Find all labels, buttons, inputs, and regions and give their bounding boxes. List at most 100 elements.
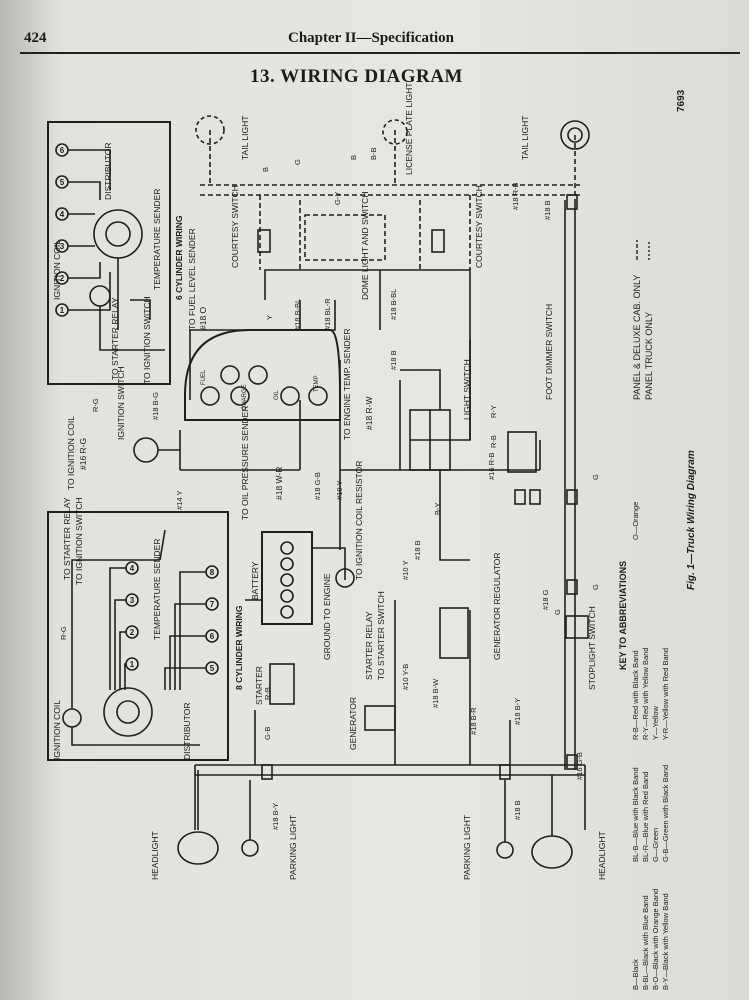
eight-cyl-plug-number: 8 [210,568,215,577]
wire-label: G-Y [333,192,342,205]
key-item: BL-B—Blue with Black Band [631,767,640,862]
wire-label: #18 G-B [313,472,322,500]
key-item: Y—Yellow [651,706,660,740]
wire-label: #16 R-B [487,452,496,480]
headlight-right-label: HEADLIGHT [597,831,607,880]
wire-label: #10 Y-B [401,664,410,690]
gauge-temp: TEMP [314,375,320,392]
eng-temp-label: TO ENGINE TEMP. SENDER [342,329,352,440]
starter [269,663,295,705]
six-cyl-distributor [93,209,143,259]
parking-right-label: PARKING LIGHT [462,815,472,880]
foot-dimmer-label: FOOT DIMMER SWITCH [544,304,554,400]
wire-label: G [553,609,562,615]
starter-label: STARTER [254,666,264,705]
six-cyl-plug-number: 3 [60,242,65,251]
to-ign-coil-wire: #16 R-G [78,438,88,470]
six-cyl-plug-number: 1 [60,306,65,315]
eight-cyl-coil [62,708,82,728]
six-cyl-relay-label: TO STARTER RELAY [110,297,120,380]
wire-label: #18 G [541,589,550,610]
tail-light-right-label: TAIL LIGHT [520,116,530,160]
parking-light-right [496,841,514,859]
eight-cyl-plug-number: 7 [210,600,215,609]
starter-relay [335,568,355,588]
eng-temp-wire: #18 R-W [364,396,374,430]
gauge-charge: CHARGE [242,384,248,410]
wire-label: #16 G-B [575,752,584,780]
stoplight-label: STOPLIGHT SWITCH [587,606,597,690]
wire-label: #18 B-BL [389,289,398,320]
key-item: G—Green [651,828,660,862]
wire-label: #18 B-Y [271,803,280,830]
key-item: Y-R—Yellow with Red Band [661,648,670,740]
eight-cyl-rg-label: R-G [59,626,68,640]
courtesy-left-label: COURTESY SWITCH [230,185,240,268]
parking-light-left [241,839,259,857]
legend-panel-deluxe: PANEL & DELUXE CAB. ONLY [632,275,642,400]
page-number: 424 [24,30,47,46]
wire-label: B-B [369,147,378,160]
eight-cyl-plug-number: 3 [130,596,135,605]
foot-dimmer-switch [507,431,537,473]
six-cyl-plug-number: 6 [60,146,65,155]
headlight-left-label: HEADLIGHT [150,831,160,880]
wire-label: R-B [489,435,498,448]
wire-label: #18 B [543,200,552,220]
gen-regulator-label: GENERATOR REGULATOR [492,552,502,660]
wire-label: B-Y [433,502,442,515]
wire-label: B [261,167,270,172]
six-cyl-plug-number: 4 [60,210,65,219]
key-item: BL-R—Blue with Red Band [641,772,650,862]
eight-cyl-plug-number: 6 [210,632,215,641]
right-harness [564,200,576,770]
battery [261,531,313,625]
six-cyl-coil [89,285,111,307]
gauge-fuel: FUEL [201,369,207,385]
key-item: R-B—Red with Black Band [631,650,640,740]
wire-label: #18 B-Y [513,698,522,725]
fuel-sender-wire: #18 O [198,306,208,330]
eight-cyl-coil-label: IGNITION COIL [52,700,62,760]
page-title: 13. WIRING DIAGRAM [250,66,463,87]
oil-sender-wire: #18 W-R [274,467,284,500]
eight-cyl-title: 8 CYLINDER WIRING [234,605,244,690]
six-cyl-plugs [55,143,111,317]
key-item: O—Orange [631,502,640,540]
wire-label: G [293,159,302,165]
wire-label: #18 B-BL [293,299,302,330]
figure-number: 7693 [676,89,687,112]
eight-cyl-plug-number: 2 [130,628,135,637]
license-plate-light [382,119,408,145]
wire-label: R-G [91,398,100,412]
legend-panel-truck: PANEL TRUCK ONLY [644,312,654,400]
key-item: B-O—Black with Orange Band [651,889,660,990]
wire-label: #18 B-G [151,392,160,420]
ign-resistor-label: TO IGNITION COIL RESISTOR [354,461,364,580]
wire-label: #14 Y [175,491,184,510]
fuel-sender-label: TO FUEL LEVEL SENDER [187,228,197,330]
eight-cyl-plug-number: 4 [130,564,135,573]
ignition-switch [133,437,159,463]
battery-label: BATTERY [250,561,260,600]
eight-cyl-plugs [109,561,219,690]
license-light-label: LICENSE PLATE LIGHT [404,83,414,175]
wire-label: G-B [263,727,272,740]
six-cyl-plug-number: 2 [60,274,65,283]
headlight-right [531,835,573,869]
eight-cyl-relay-label: TO STARTER RELAY [62,497,72,580]
six-cyl-box [47,121,171,385]
generator-label: GENERATOR [348,697,358,750]
courtesy-right-label: COURTESY SWITCH [474,185,484,268]
key-item: B-Y—Black with Yellow Band [661,893,670,990]
wire-label: G [591,584,600,590]
to-starter-sw-label: TO STARTER SWITCH [376,591,386,680]
instrument-cluster [184,329,341,421]
to-ign-coil-label: TO IGNITION COIL [66,416,76,490]
eight-cyl-ign-label: TO IGNITION SWITCH [74,497,84,585]
ground-label: GROUND TO ENGINE [322,573,332,660]
gauge-oil: OIL [274,390,280,400]
wire-label: #18 B-W [431,678,440,708]
